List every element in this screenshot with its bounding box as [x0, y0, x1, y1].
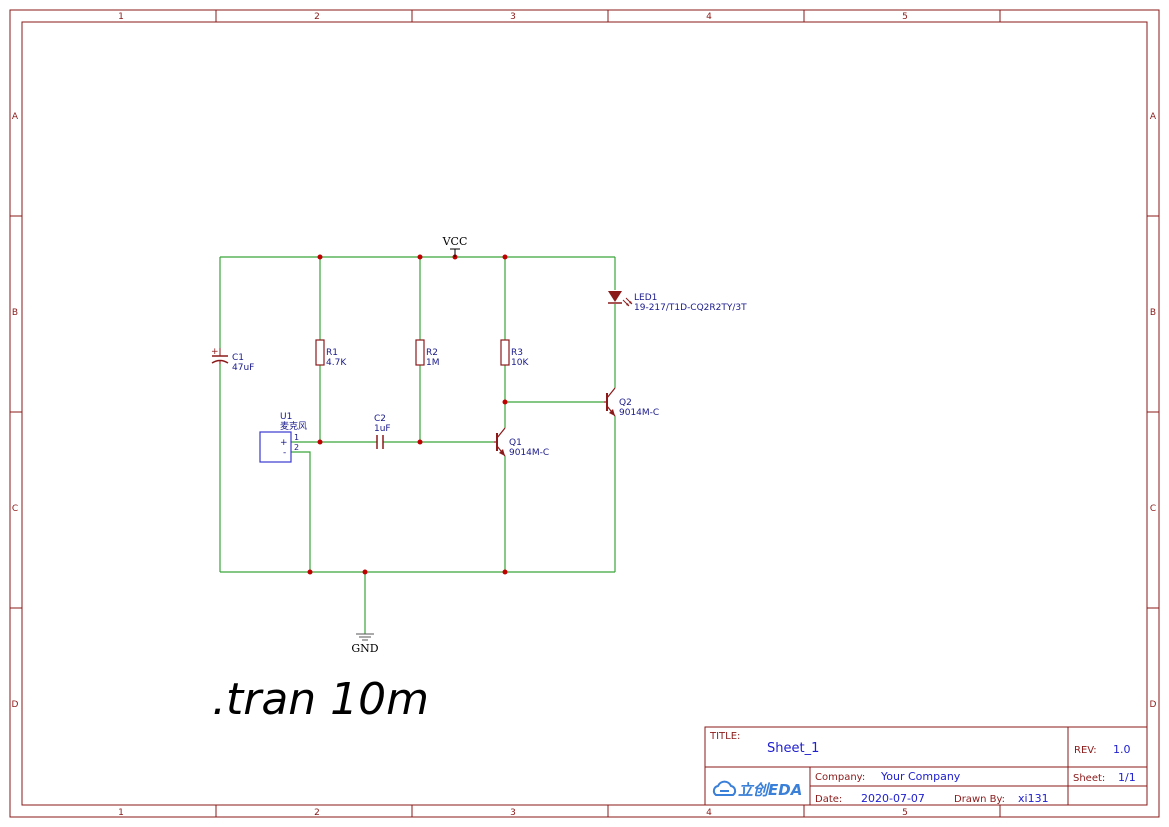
wire-u1-pin2[interactable]: [291, 451, 311, 572]
u1-value: 麦克风: [280, 420, 307, 432]
q1-value: 9014M-C: [509, 448, 549, 458]
row-label-left: A: [12, 112, 19, 122]
row-label-left: D: [12, 700, 19, 710]
led1-value: 19-217/T1D-CQ2R2TY/3T: [634, 303, 747, 313]
r3-value: 10K: [511, 358, 529, 368]
col-label-bottom: 5: [902, 808, 908, 818]
col-label-top: 3: [510, 12, 516, 22]
rev-value: 1.0: [1113, 743, 1131, 756]
row-label-left: C: [12, 504, 18, 514]
component-q2[interactable]: Q2 9014M-C: [604, 387, 659, 418]
junction-dot: [502, 254, 508, 260]
title-block: [704, 726, 1148, 806]
u1-minus: -: [283, 448, 286, 458]
row-label-right: B: [1150, 308, 1156, 318]
col-label-bottom: 4: [706, 808, 712, 818]
r1-ref: R1: [326, 348, 338, 358]
date-label: Date:: [815, 794, 842, 805]
gnd-label: GND: [351, 642, 378, 655]
junctions: [307, 254, 508, 575]
col-label-top: 2: [314, 12, 320, 22]
logo-text: 立创EDA: [738, 781, 802, 799]
title-block-text: TITLE: Sheet_1 REV: 1.0 Company: Your Co…: [709, 731, 1136, 805]
row-label-right: A: [1150, 112, 1157, 122]
lceda-logo: 立创EDA: [712, 780, 802, 799]
vcc-label: VCC: [442, 235, 468, 248]
led1-ref: LED1: [634, 293, 657, 303]
u1-plus: +: [280, 438, 288, 448]
component-led1[interactable]: LED1 19-217/T1D-CQ2R2TY/3T: [608, 291, 747, 313]
vcc-symbol[interactable]: VCC: [442, 235, 468, 257]
r2-ref: R2: [426, 348, 438, 358]
u1-ref: U1: [280, 412, 292, 422]
col-label-bottom: 2: [314, 808, 320, 818]
component-r3[interactable]: R3 10K: [500, 339, 529, 368]
c1-polarity: +: [211, 347, 219, 357]
drawn-label: Drawn By:: [954, 794, 1005, 805]
col-label-top: 4: [706, 12, 712, 22]
junction-dot: [307, 569, 313, 575]
component-c2[interactable]: C2 1uF: [374, 414, 391, 449]
component-u1[interactable]: + - 1 2 U1 麦克风: [259, 412, 307, 463]
spice-directive[interactable]: .tran 10m: [212, 674, 429, 725]
row-label-right: D: [1150, 700, 1157, 710]
u1-pin1: 1: [294, 433, 299, 442]
component-c1[interactable]: + C1 47uF: [211, 347, 254, 373]
frame-labels: 1 2 3 4 5 1 2 3 4 5 A B C D A B C D: [12, 12, 1157, 818]
col-label-bottom: 3: [510, 808, 516, 818]
r1-value: 4.7K: [326, 358, 347, 368]
drawing-frame: [9, 9, 1160, 818]
junction-dot: [502, 569, 508, 575]
junction-dot: [502, 399, 508, 405]
company-value: Your Company: [880, 770, 961, 783]
col-label-top: 1: [118, 12, 124, 22]
col-label-top: 5: [902, 12, 908, 22]
junction-dot: [417, 439, 423, 445]
row-label-right: C: [1150, 504, 1156, 514]
component-r1[interactable]: R1 4.7K: [315, 339, 347, 368]
gnd-symbol[interactable]: GND: [351, 633, 379, 655]
c2-ref: C2: [374, 414, 386, 424]
company-label: Company:: [815, 772, 865, 783]
c1-value: 47uF: [232, 363, 254, 373]
junction-dot: [362, 569, 368, 575]
sheet-label: Sheet:: [1073, 773, 1105, 784]
c1-ref: C1: [232, 353, 244, 363]
cloud-icon: [712, 780, 737, 796]
col-label-bottom: 1: [118, 808, 124, 818]
component-r2[interactable]: R2 1M: [415, 339, 440, 368]
title-label: TITLE:: [709, 731, 740, 742]
q2-ref: Q2: [619, 398, 632, 408]
r3-ref: R3: [511, 348, 523, 358]
row-label-left: B: [12, 308, 18, 318]
drawn-value: xi131: [1018, 792, 1049, 805]
q1-ref: Q1: [509, 438, 522, 448]
junction-dot: [317, 439, 323, 445]
rev-label: REV:: [1074, 745, 1097, 756]
c2-value: 1uF: [374, 424, 391, 434]
sheet-value: 1/1: [1118, 771, 1136, 784]
q2-value: 9014M-C: [619, 408, 659, 418]
r2-value: 1M: [426, 358, 440, 368]
component-q1[interactable]: Q1 9014M-C: [494, 427, 549, 458]
date-value: 2020-07-07: [861, 792, 925, 805]
title-value: Sheet_1: [767, 741, 819, 756]
u1-pin2: 2: [294, 443, 299, 452]
junction-dot: [417, 254, 423, 260]
junction-dot: [317, 254, 323, 260]
